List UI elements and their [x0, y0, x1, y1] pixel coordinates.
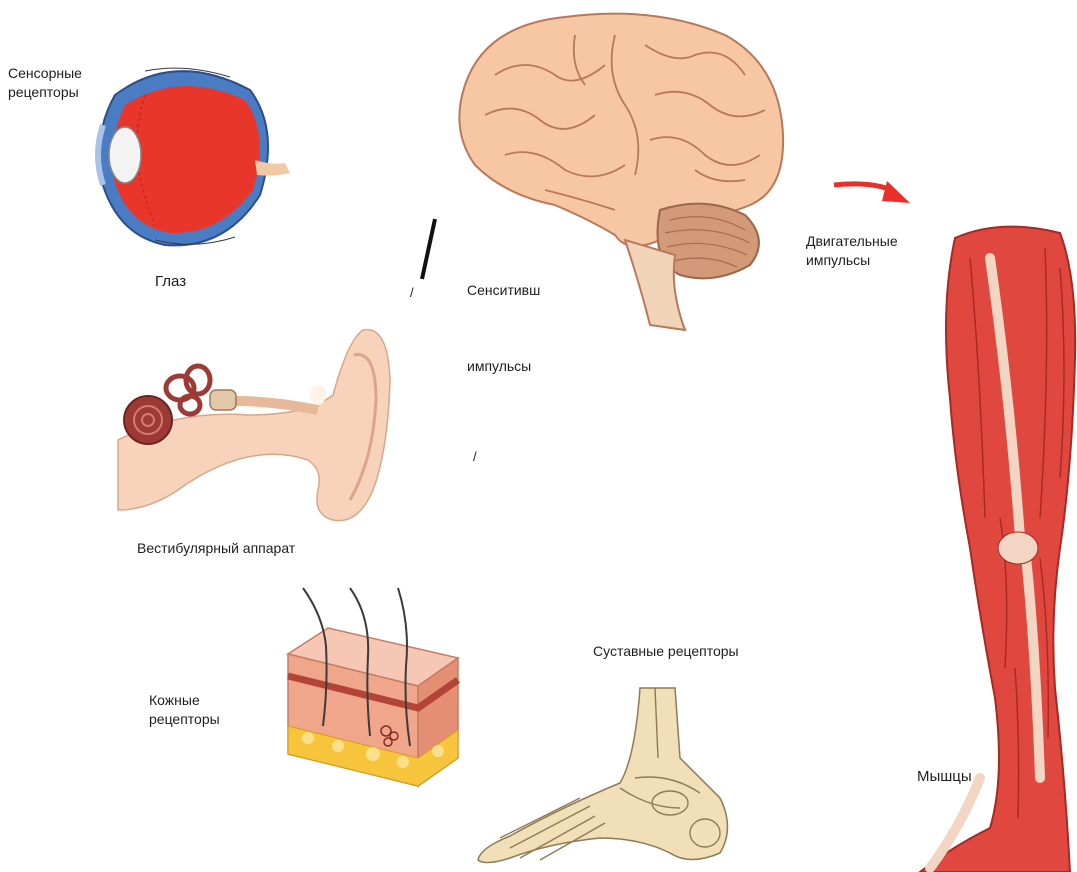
sensory-receptors-line-1: Сенсорные: [8, 64, 82, 83]
vestibular-label: Вестибулярный аппарат: [137, 539, 295, 558]
skin-receptors-line-2: рецепторы: [149, 710, 220, 729]
divider-stroke: [410, 215, 440, 285]
ear-icon: [118, 320, 393, 530]
eye-label: Глаз: [155, 272, 186, 291]
slash-mark-1: /: [410, 283, 414, 302]
joint-receptors-label: Суставные рецепторы: [593, 642, 739, 661]
motor-arrow-icon: [832, 175, 912, 215]
sensory-receptors-label: Сенсорные рецепторы: [8, 64, 82, 102]
eye-icon: [85, 55, 295, 255]
leg-muscles-icon: [900, 218, 1077, 872]
skin-block-icon: [278, 586, 463, 791]
brain-icon: [445, 5, 790, 335]
skin-receptors-label: Кожные рецепторы: [149, 691, 220, 729]
motor-impulses-line-2: импульсы: [806, 251, 898, 270]
foot-bones-icon: [470, 688, 750, 872]
motor-impulses-label: Двигательные импульсы: [806, 232, 898, 270]
sensitive-impulses-label-2: импульсы: [467, 357, 531, 376]
motor-impulses-line-1: Двигательные: [806, 232, 898, 251]
slash-mark-2: /: [473, 447, 477, 466]
sensory-receptors-line-2: рецепторы: [8, 83, 82, 102]
skin-receptors-line-1: Кожные: [149, 691, 220, 710]
